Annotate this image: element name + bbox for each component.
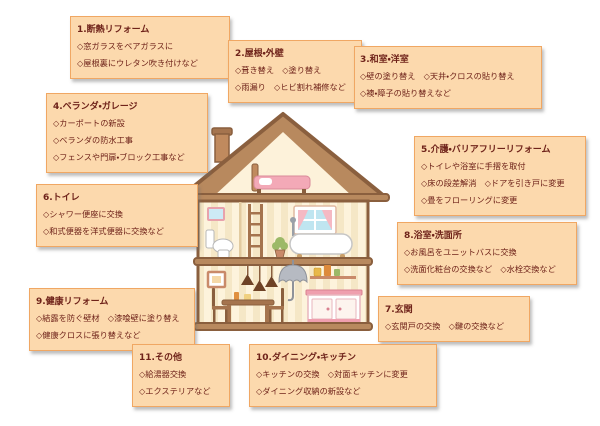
category-title: 7.玄関	[385, 305, 413, 315]
category-item: ◇お風呂をユニットバスに交換	[404, 247, 517, 257]
category-item: ◇窓ガラスをペアガラスに	[77, 41, 174, 51]
category-item: ◇給湯器交換	[139, 369, 187, 379]
category-item: ◇結露を防ぐ壁材 ◇漆喰壁に塗り替え	[36, 313, 180, 323]
category-item: ◇襖・障子の貼り替えなど	[360, 88, 451, 98]
category-box-barrier-free: 5.介護・バリアフリーリフォーム ◇トイレや浴室に手摺を取付 ◇床の段差解消 ◇…	[414, 136, 586, 216]
chair-icon	[268, 288, 284, 323]
kitchen-shelf-icon	[310, 265, 356, 279]
category-title: 4.ベランダ・ガレージ	[53, 102, 138, 112]
category-title: 11.その他	[139, 353, 182, 363]
chimney-icon	[211, 127, 233, 163]
dining-table-icon	[221, 292, 275, 323]
category-item: ◇玄関戸の交換 ◇鍵の交換など	[385, 321, 505, 331]
picture-frame-icon	[206, 270, 227, 289]
category-title: 6.トイレ	[43, 193, 80, 203]
category-item: ◇カーポートの新設	[53, 118, 125, 128]
category-item: ◇畳をフローリングに変更	[421, 195, 518, 205]
category-item: ◇ベランダの防水工事	[53, 135, 133, 145]
category-item: ◇屋根裏にウレタン吹き付けなど	[77, 58, 198, 68]
category-box-rooms: 3.和室・洋室 ◇壁の塗り替え ◇天井・クロスの貼り替え ◇襖・障子の貼り替えな…	[354, 46, 542, 109]
category-item: ◇エクステリアなど	[139, 386, 211, 396]
category-title: 8.浴室・洗面所	[404, 231, 462, 241]
category-box-dining-kitchen: 10.ダイニング・キッチン ◇キッチンの交換 ◇対面キッチンに変更 ◇ダイニング…	[249, 344, 437, 407]
category-box-entrance: 7.玄関 ◇玄関戸の交換 ◇鍵の交換など	[378, 296, 530, 342]
category-item: ◇キッチンの交換 ◇対面キッチンに変更	[256, 369, 408, 379]
umbrella-icon	[278, 260, 308, 302]
room-partition	[239, 202, 242, 258]
category-item: ◇ダイニング収納の新設など	[256, 386, 361, 396]
category-item: ◇シャワー便座に交換	[43, 209, 123, 219]
category-item: ◇葺き替え ◇塗り替え	[235, 65, 322, 75]
category-box-veranda-garage: 4.ベランダ・ガレージ ◇カーポートの新設 ◇ベランダの防水工事 ◇フェンスや門…	[46, 93, 208, 173]
category-item: ◇床の段差解消 ◇ドアを引き戸に変更	[421, 178, 565, 188]
category-item: ◇雨漏り ◇ヒビ割れ補修など	[235, 82, 346, 92]
chair-icon	[212, 288, 228, 323]
category-title: 2.屋根・外壁	[235, 49, 284, 59]
kitchen-cabinet-icon	[305, 289, 363, 324]
category-title: 9.健康リフォーム	[36, 297, 109, 307]
category-item: ◇トイレや浴室に手摺を取付	[421, 161, 526, 171]
category-item: ◇壁の塗り替え ◇天井・クロスの貼り替え	[360, 71, 515, 81]
category-box-roof-exterior: 2.屋根・外壁 ◇葺き替え ◇塗り替え ◇雨漏り ◇ヒビ割れ補修など	[228, 40, 362, 103]
category-item: ◇和式便器を洋式便器に交換など	[43, 226, 164, 236]
pendant-lamp-icon	[241, 265, 278, 291]
toilet-icon	[205, 229, 234, 259]
bed-icon	[251, 163, 311, 195]
category-box-others: 11.その他 ◇給湯器交換 ◇エクステリアなど	[132, 344, 230, 407]
category-title: 3.和室・洋室	[360, 55, 409, 65]
bathtub-icon	[289, 217, 353, 259]
toilet-window-icon	[207, 207, 225, 221]
category-box-bathroom-washroom: 8.浴室・洗面所 ◇お風呂をユニットバスに交換 ◇洗面化粧台の交換など ◇水栓交…	[397, 222, 577, 285]
category-box-insulation: 1.断熱リフォーム ◇窓ガラスをペアガラスに ◇屋根裏にウレタン吹き付けなど	[70, 16, 230, 79]
floor-divider	[193, 257, 373, 266]
category-title: 1.断熱リフォーム	[77, 25, 150, 35]
category-item: ◇健康クロスに張り替えなど	[36, 330, 141, 340]
category-box-health: 9.健康リフォーム ◇結露を防ぐ壁材 ◇漆喰壁に塗り替え ◇健康クロスに張り替え…	[29, 288, 195, 351]
category-item: ◇フェンスや門扉・ブロック工事など	[53, 152, 185, 162]
house-illustration	[176, 108, 390, 340]
bathroom-window-icon	[293, 205, 337, 235]
category-title: 5.介護・バリアフリーリフォーム	[421, 145, 551, 155]
category-title: 10.ダイニング・キッチン	[256, 353, 357, 363]
category-box-toilet: 6.トイレ ◇シャワー便座に交換 ◇和式便器を洋式便器に交換など	[36, 184, 198, 247]
ladder-icon	[248, 204, 263, 258]
category-item: ◇洗面化粧台の交換など ◇水栓交換など	[404, 264, 556, 274]
attic-room	[214, 132, 352, 196]
floor-base	[193, 322, 373, 331]
house-svg	[176, 112, 390, 331]
